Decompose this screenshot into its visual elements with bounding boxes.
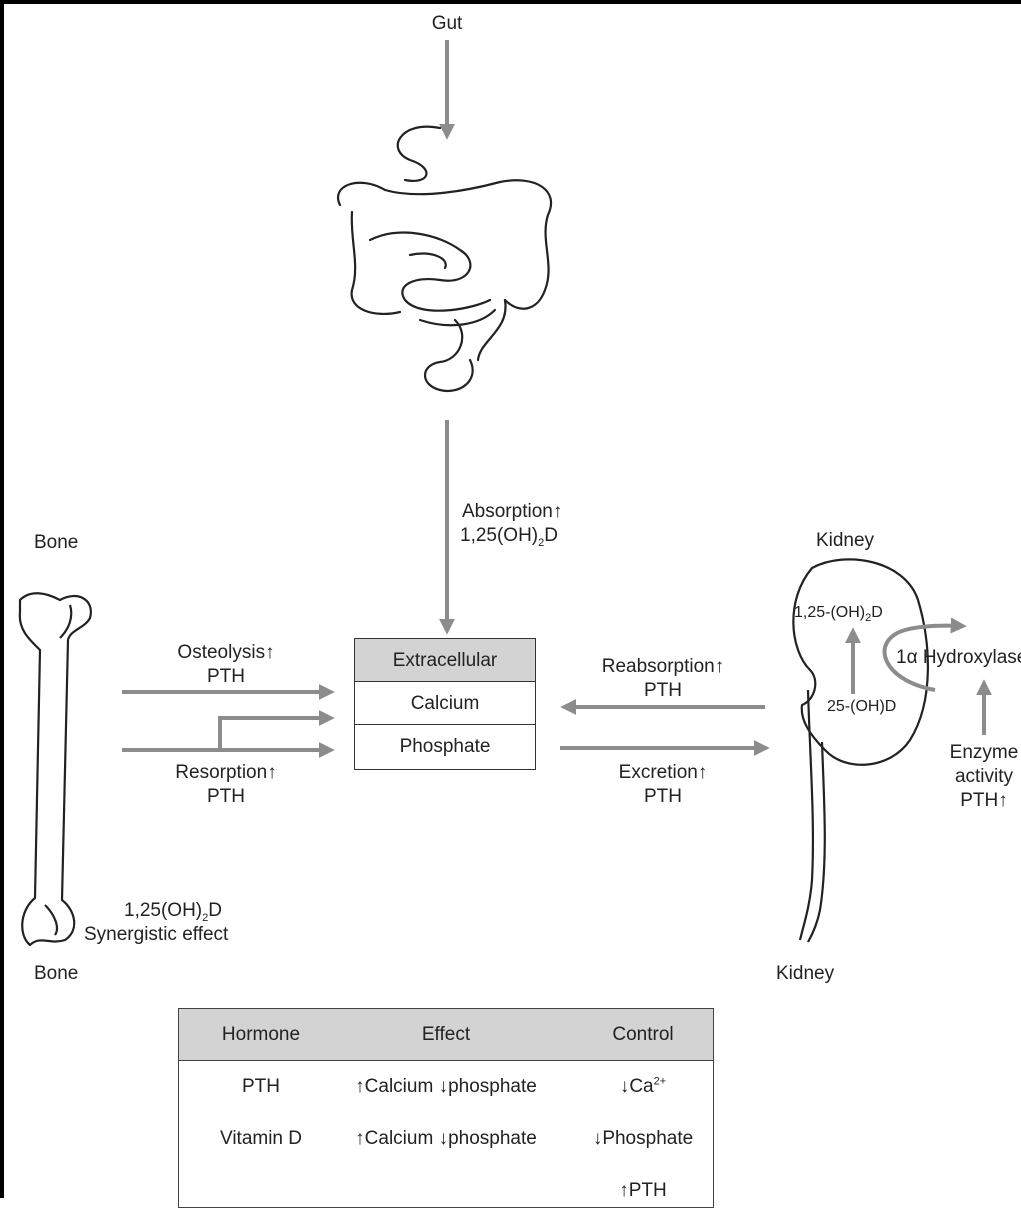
bone-vitamin-d-label: 1,25(OH)2D [124, 899, 222, 922]
precursor-vitamin-d-label: 25-(OH)D [827, 697, 896, 717]
osteolysis-hormone-label: PTH [207, 665, 245, 688]
row-effect: ↑Calcium ↓phosphate [355, 1061, 537, 1113]
hormone-table: Hormone Effect Control PTH ↑Calcium ↓pho… [178, 1008, 714, 1208]
excretion-hormone-label: PTH [644, 785, 682, 808]
row-hormone: PTH [242, 1061, 280, 1113]
reabsorption-label: Reabsorption↑ [602, 655, 725, 678]
activity-label: activity [955, 765, 1013, 788]
table-row: Vitamin D ↑Calcium ↓phosphate ↓Phosphate [179, 1113, 713, 1165]
intestine-illustration [338, 127, 551, 391]
hydroxylase-label: 1α Hydroxylase [896, 646, 1021, 669]
extracellular-box: Extracellular Calcium Phosphate [354, 638, 536, 770]
table-header-row: Hormone Effect Control [179, 1009, 713, 1061]
active-vitamin-d-label: 1,25-(OH)2D [794, 603, 883, 623]
row-control: ↓Ca2+ [620, 1061, 666, 1113]
phosphate-row: Phosphate [355, 725, 535, 768]
header-control: Control [612, 1009, 673, 1061]
header-hormone: Hormone [222, 1009, 300, 1061]
excretion-label: Excretion↑ [619, 761, 708, 784]
resorption-branch-arrow [220, 718, 330, 750]
osteolysis-label: Osteolysis↑ [177, 641, 274, 664]
row-effect: ↑Calcium ↓phosphate [355, 1113, 537, 1165]
kidney-label-top: Kidney [816, 529, 874, 552]
row-hormone: Vitamin D [220, 1113, 302, 1165]
table-row: PTH ↑Calcium ↓phosphate ↓Ca2+ [179, 1061, 713, 1113]
kidney-label-bottom: Kidney [776, 962, 834, 985]
resorption-hormone-label: PTH [207, 785, 245, 808]
absorption-label: Absorption↑ [462, 500, 562, 523]
extracellular-header: Extracellular [355, 639, 535, 682]
absorption-hormone-label: 1,25(OH)2D [460, 524, 558, 547]
resorption-label: Resorption↑ [175, 761, 276, 784]
bone-label-bottom: Bone [34, 962, 78, 985]
bone-label-top: Bone [34, 531, 78, 554]
synergistic-effect-label: Synergistic effect [84, 923, 228, 946]
header-effect: Effect [422, 1009, 470, 1061]
enzyme-label: Enzyme [950, 741, 1019, 764]
row-control: ↑PTH [619, 1165, 667, 1208]
row-control: ↓Phosphate [593, 1113, 693, 1165]
gut-label: Gut [432, 12, 463, 35]
calcium-row: Calcium [355, 682, 535, 725]
bone-illustration [20, 593, 91, 945]
table-row: ↑PTH [179, 1165, 713, 1208]
enzyme-pth-label: PTH↑ [960, 789, 1008, 812]
reabsorption-hormone-label: PTH [644, 679, 682, 702]
